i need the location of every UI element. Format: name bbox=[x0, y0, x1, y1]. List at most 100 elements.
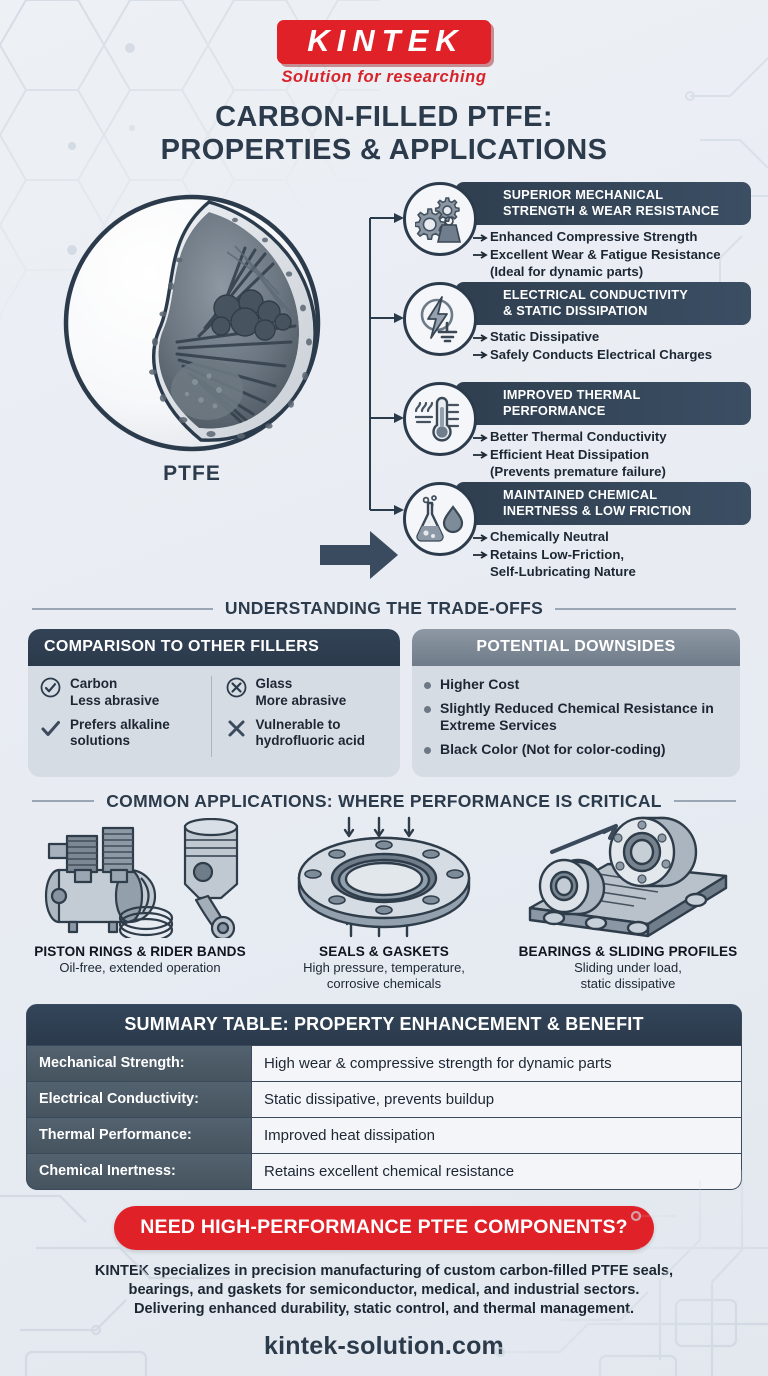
flask-droplet-icon bbox=[403, 482, 477, 557]
feature-electrical-conductivity[interactable]: ELECTRICAL CONDUCTIVITY & STATIC DISSIPA… bbox=[395, 276, 751, 376]
list-item: Higher Cost bbox=[424, 676, 728, 693]
application-piston-rings[interactable]: PISTON RINGS & RIDER BANDS Oil-free, ext… bbox=[18, 816, 262, 992]
header: KINTEK Solution for researching CARBON-F… bbox=[0, 0, 768, 168]
page-title: CARBON-FILLED PTFE: PROPERTIES & APPLICA… bbox=[0, 101, 768, 169]
bullet-arrow-icon bbox=[473, 451, 488, 460]
feature-bullet: Efficient Heat Dissipation bbox=[490, 446, 650, 462]
comparison-glass-column: Glass More abrasive Vulnerable to hydrof… bbox=[212, 676, 389, 757]
feature-bullet: Retains Low-Friction, bbox=[490, 546, 625, 562]
table-row: Chemical Inertness: Retains excellent ch… bbox=[27, 1152, 741, 1189]
table-row: Mechanical Strength: High wear & compres… bbox=[27, 1044, 741, 1081]
feature-heading: SUPERIOR MECHANICAL STRENGTH & WEAR RESI… bbox=[455, 182, 751, 225]
feature-bullet: Better Thermal Conductivity bbox=[490, 429, 667, 445]
bullet-arrow-icon bbox=[473, 251, 488, 260]
ptfe-label: PTFE bbox=[163, 462, 221, 486]
comparison-carbon-column: Carbon Less abrasive Prefers alkaline so… bbox=[40, 676, 212, 758]
feature-heading-line1: IMPROVED THERMAL bbox=[503, 387, 641, 403]
bullet-arrow-icon bbox=[473, 434, 488, 443]
flange-gasket-icon bbox=[262, 816, 506, 938]
feature-subnote: (Prevents premature failure) bbox=[490, 463, 666, 479]
check-icon bbox=[40, 717, 62, 749]
feature-chemical-inertness[interactable]: MAINTAINED CHEMICAL INERTNESS & LOW FRIC… bbox=[395, 476, 751, 579]
comparison-item: Glass More abrasive bbox=[226, 676, 389, 708]
cta-button[interactable]: NEED HIGH-PERFORMANCE PTFE COMPONENTS? bbox=[114, 1205, 654, 1250]
comparison-heading: COMPARISON TO OTHER FILLERS bbox=[28, 629, 400, 667]
feature-bullet: Chemically Neutral bbox=[490, 529, 609, 545]
comparison-item-line1: Glass bbox=[255, 676, 293, 692]
feature-bullet: Safely Conducts Electrical Charges bbox=[490, 346, 713, 362]
table-cell-property: Thermal Performance: bbox=[27, 1117, 251, 1153]
table-cell-benefit: Retains excellent chemical resistance bbox=[251, 1153, 741, 1189]
comparison-item-text: Prefers alkaline solutions bbox=[70, 717, 170, 749]
feature-bullets: Enhanced Compressive Strength Excellent … bbox=[490, 228, 751, 279]
feature-connector-lines bbox=[369, 213, 404, 516]
comparison-item-line2: solutions bbox=[70, 732, 130, 748]
table-cell-benefit: Static dissipative, prevents buildup bbox=[251, 1081, 741, 1117]
bullet-arrow-icon bbox=[473, 334, 488, 343]
application-bearings[interactable]: BEARINGS & SLIDING PROFILES Sliding unde… bbox=[506, 816, 750, 992]
feature-mechanical-strength[interactable]: SUPERIOR MECHANICAL STRENGTH & WEAR RESI… bbox=[395, 176, 751, 279]
applications-title-text: COMMON APPLICATIONS: WHERE PERFORMANCE I… bbox=[106, 790, 662, 811]
application-name: SEALS & GASKETS bbox=[319, 943, 449, 959]
application-seals-gaskets[interactable]: SEALS & GASKETS High pressure, temperatu… bbox=[262, 816, 506, 992]
table-cell-property: Mechanical Strength: bbox=[27, 1045, 251, 1081]
feature-subnote: (Ideal for dynamic parts) bbox=[490, 263, 644, 279]
application-desc-line1: Sliding under load, bbox=[574, 959, 682, 975]
comparison-item-line1: Carbon bbox=[70, 676, 118, 692]
downsides-card: POTENTIAL DOWNSIDES Higher Cost Slightly… bbox=[412, 629, 740, 777]
feature-heading: IMPROVED THERMAL PERFORMANCE bbox=[455, 382, 751, 425]
bullet-dot-icon bbox=[424, 706, 431, 714]
bullet-arrow-icon bbox=[473, 551, 488, 560]
bullet-dot-icon bbox=[424, 682, 431, 690]
divider-line bbox=[555, 607, 736, 610]
application-desc-line1: High pressure, temperature, bbox=[303, 959, 465, 975]
ptfe-cutaway-sphere-illustration bbox=[63, 195, 321, 452]
tradeoffs-title-text: UNDERSTANDING THE TRADE-OFFS bbox=[224, 598, 544, 619]
feature-bullet: Static Dissipative bbox=[490, 329, 600, 345]
comparison-item: Carbon Less abrasive bbox=[40, 676, 203, 708]
comparison-item: Vulnerable to hydrofluoric acid bbox=[226, 717, 389, 749]
feature-bullets: Chemically Neutral Retains Low-Friction,… bbox=[490, 528, 751, 579]
feature-heading-line2: STRENGTH & WEAR RESISTANCE bbox=[503, 203, 720, 218]
flow-arrow-icon bbox=[320, 531, 398, 580]
feature-heading-line2: PERFORMANCE bbox=[503, 403, 606, 418]
feature-bullet: Enhanced Compressive Strength bbox=[490, 229, 698, 245]
list-item: Slightly Reduced Chemical Resistance in … bbox=[424, 700, 728, 734]
hero-section: PTFE bbox=[0, 176, 768, 596]
comparison-item: Prefers alkaline solutions bbox=[40, 717, 203, 749]
bullet-arrow-icon bbox=[473, 234, 488, 243]
feature-thermal-performance[interactable]: IMPROVED THERMAL PERFORMANCE Better Ther… bbox=[395, 376, 751, 479]
comparison-item-line2: hydrofluoric acid bbox=[255, 732, 366, 748]
application-name: BEARINGS & SLIDING PROFILES bbox=[518, 943, 738, 959]
cta-body-line1: KINTEK specializes in precision manufact… bbox=[94, 1262, 674, 1279]
feature-heading-line1: MAINTAINED CHEMICAL bbox=[503, 487, 658, 503]
list-item: Black Color (Not for color-coding) bbox=[424, 741, 728, 758]
features-list: SUPERIOR MECHANICAL STRENGTH & WEAR RESI… bbox=[395, 176, 751, 579]
application-desc-line2: corrosive chemicals bbox=[326, 976, 442, 992]
comparison-item-text: Vulnerable to hydrofluoric acid bbox=[256, 717, 366, 749]
cta-body-line2: bearings, and gaskets for semiconductor,… bbox=[128, 1282, 640, 1299]
cta-body: KINTEK specializes in precision manufact… bbox=[0, 1262, 768, 1320]
cta-body-line3: Delivering enhanced durability, static c… bbox=[133, 1301, 635, 1318]
gears-weight-icon bbox=[403, 182, 477, 257]
feature-heading-line1: ELECTRICAL CONDUCTIVITY bbox=[503, 287, 688, 303]
website-url[interactable]: kintek-solution.com bbox=[264, 1331, 504, 1360]
bullet-arrow-icon bbox=[473, 534, 488, 543]
table-row: Electrical Conductivity: Static dissipat… bbox=[27, 1080, 741, 1117]
divider-line bbox=[673, 800, 737, 803]
tradeoffs-section-title: UNDERSTANDING THE TRADE-OFFS bbox=[0, 598, 768, 619]
table-cell-property: Electrical Conductivity: bbox=[27, 1081, 251, 1117]
logo-tagline: Solution for researching bbox=[281, 67, 487, 86]
feature-heading-line1: SUPERIOR MECHANICAL bbox=[503, 187, 664, 203]
comparison-card: COMPARISON TO OTHER FILLERS Carbon Less … bbox=[28, 629, 400, 777]
feature-heading: ELECTRICAL CONDUCTIVITY & STATIC DISSIPA… bbox=[455, 282, 751, 325]
table-cell-property: Chemical Inertness: bbox=[27, 1153, 251, 1189]
cta-section: NEED HIGH-PERFORMANCE PTFE COMPONENTS? K… bbox=[0, 1205, 768, 1361]
downsides-heading: POTENTIAL DOWNSIDES bbox=[412, 629, 740, 667]
downside-text: Higher Cost bbox=[440, 676, 520, 693]
feature-bullets: Static Dissipative Safely Conducts Elect… bbox=[490, 328, 751, 362]
compressor-piston-icon bbox=[18, 816, 262, 938]
logo-text: KINTEK bbox=[277, 20, 491, 64]
comparison-item-text: Glass More abrasive bbox=[256, 676, 347, 708]
